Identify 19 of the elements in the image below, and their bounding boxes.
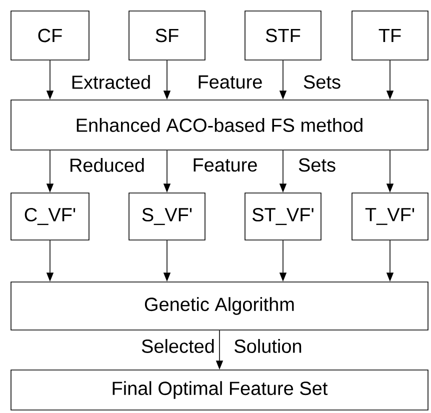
feature-set-box: CF — [10, 10, 90, 60]
feature-set-box: T_VF' — [352, 192, 428, 240]
feature-set-box: S_VF' — [128, 192, 206, 240]
process-box: Final Optimal Feature Set — [10, 370, 428, 410]
process-box: Genetic Algorithm — [10, 282, 428, 330]
process-box: Enhanced ACO-based FS method — [10, 100, 428, 150]
feature-set-box: ST_VF' — [244, 192, 322, 240]
stage-note: Feature — [198, 75, 262, 89]
stage-note: Solution — [234, 339, 302, 353]
stage-note: Extracted — [72, 75, 150, 89]
feature-set-box: STF — [244, 10, 322, 60]
stage-note: Sets — [304, 75, 340, 89]
stage-note: Sets — [298, 158, 336, 172]
stage-note: Selected — [142, 339, 214, 353]
feature-set-box: TF — [352, 10, 428, 60]
feature-set-box: SF — [128, 10, 206, 60]
stage-note: Reduced — [70, 158, 144, 172]
feature-set-box: C_VF' — [10, 192, 90, 240]
stage-note: Feature — [194, 158, 257, 172]
